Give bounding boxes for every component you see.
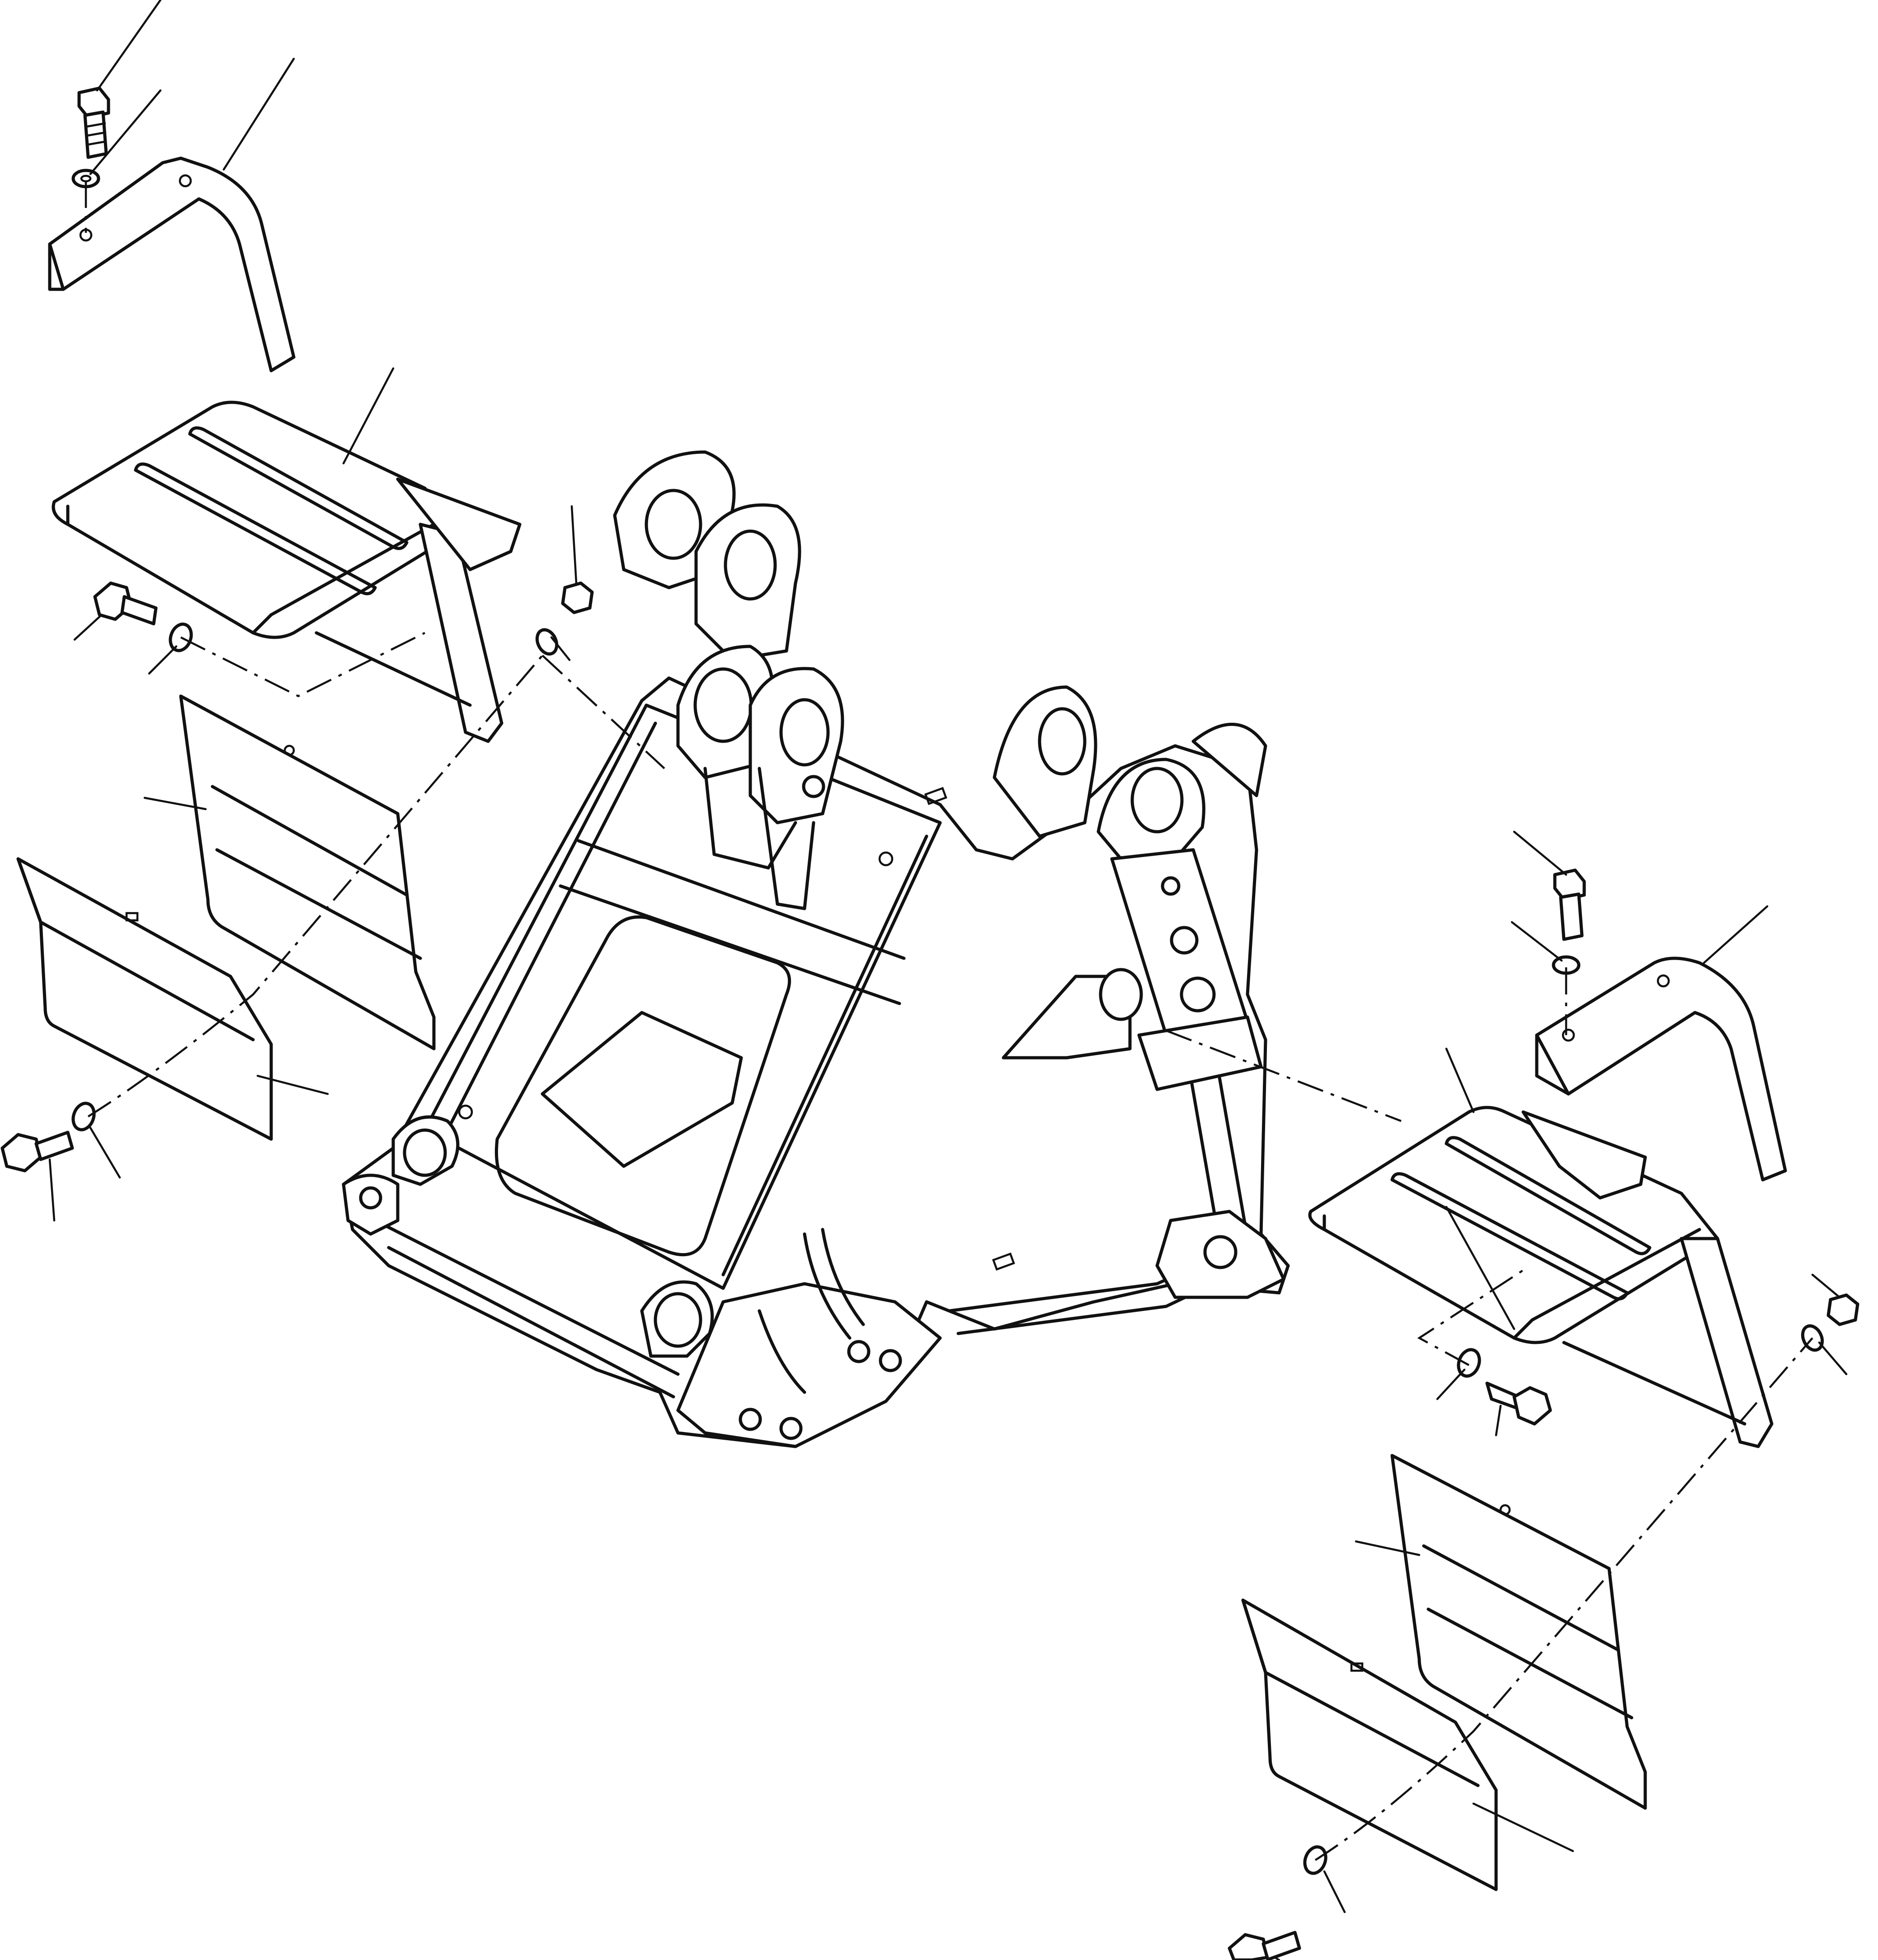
center-lines [85, 181, 1813, 1861]
step-left [52, 400, 522, 743]
bracket-left [48, 156, 296, 372]
bolt-right-top [1553, 868, 1586, 941]
step-right [1308, 1106, 1774, 1448]
bolt-right-mid [1485, 1381, 1552, 1426]
cover-plate-left [16, 857, 273, 1141]
bracket-right [1535, 956, 1787, 1182]
leader-lines [48, 0, 1848, 1960]
main-frame [342, 450, 1290, 1448]
bolt-right-lower [1228, 1931, 1301, 1960]
cover-plate-right [1241, 1598, 1498, 1891]
bolt-top-left [77, 86, 110, 159]
bolt-mid-left [93, 581, 158, 626]
bolt-lower-left [0, 1131, 74, 1173]
guard-plate-left [179, 694, 436, 1051]
guard-plate-right [1390, 1454, 1647, 1810]
nuts [561, 581, 1859, 1326]
